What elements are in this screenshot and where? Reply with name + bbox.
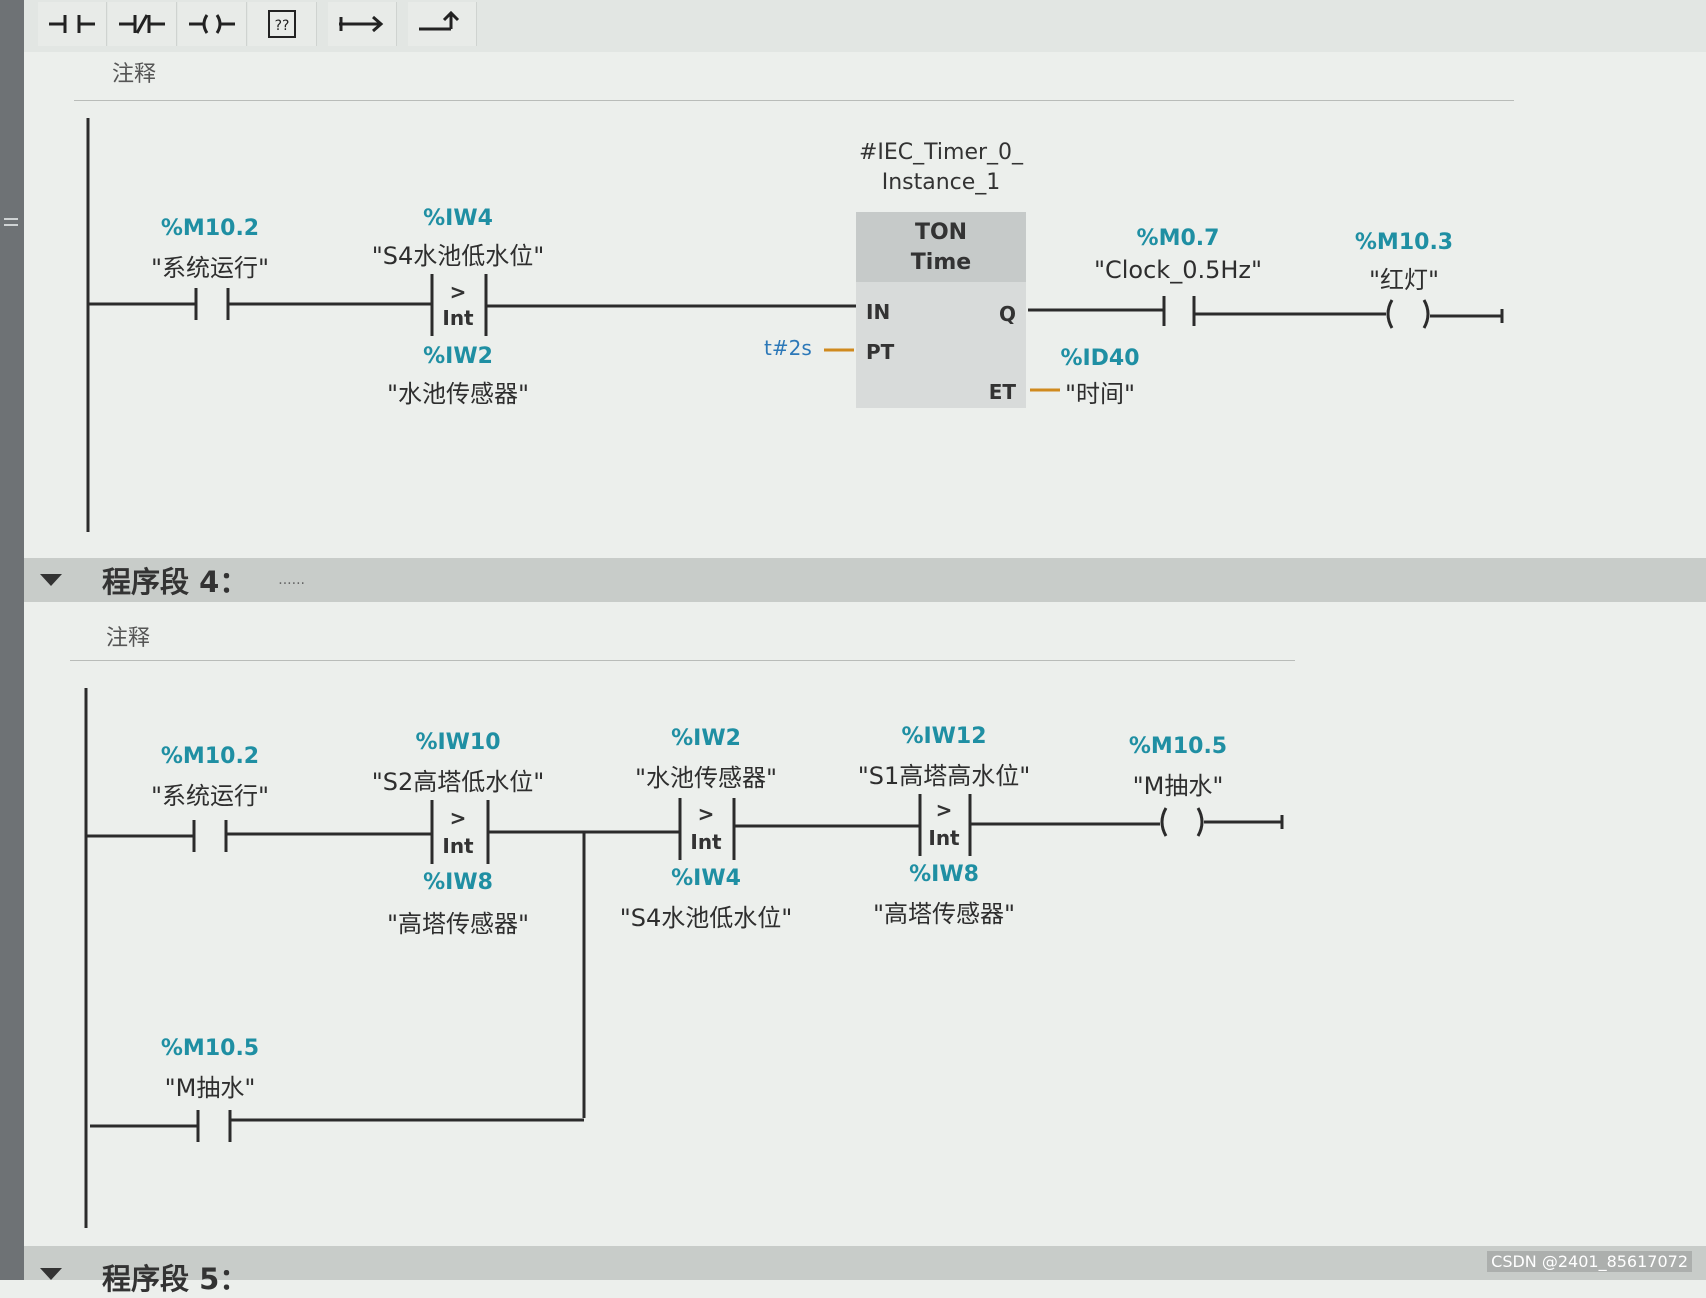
coil-icon xyxy=(189,14,235,34)
operand-tag[interactable]: "时间" xyxy=(1064,380,1136,408)
normally-open-contact-icon xyxy=(49,15,95,33)
contact-m10-5[interactable] xyxy=(196,1110,232,1142)
empty-box-button[interactable]: ?? xyxy=(248,2,317,46)
operand-address[interactable]: %ID40 xyxy=(1060,346,1140,371)
operand-address[interactable]: %IW4 xyxy=(423,206,493,231)
operand-tag[interactable]: "红灯" xyxy=(1368,266,1440,294)
segment-title-placeholder[interactable]: ...... xyxy=(278,572,305,588)
operand-tag[interactable]: "高塔传感器" xyxy=(386,910,530,938)
operand-tag[interactable]: "S4水池低水位" xyxy=(619,904,793,932)
pin-q: Q xyxy=(998,302,1016,326)
watermark: CSDN @2401_85617072 xyxy=(1487,1251,1692,1272)
operand-tag[interactable]: "系统运行" xyxy=(150,254,270,282)
operand-tag[interactable]: "水池传感器" xyxy=(386,380,530,408)
comment-divider xyxy=(70,660,1295,661)
operand-tag[interactable]: "水池传感器" xyxy=(634,764,778,792)
open-branch-icon xyxy=(339,15,384,33)
pin-in: IN xyxy=(866,300,891,324)
operand-address[interactable]: %IW12 xyxy=(901,724,987,749)
timer-instance-name[interactable]: #IEC_Timer_0_ xyxy=(858,140,1024,165)
operand-tag[interactable]: "S2高塔低水位" xyxy=(371,768,545,796)
panel-handle-icon xyxy=(4,224,18,226)
segment-header-4[interactable]: 程序段 4： ...... xyxy=(24,558,1706,602)
normally-open-contact-button[interactable] xyxy=(38,2,107,46)
wire xyxy=(1204,815,1284,829)
coil-m10-3[interactable] xyxy=(1386,299,1430,329)
compare-type[interactable]: Int xyxy=(690,830,722,854)
pin-et: ET xyxy=(988,380,1016,404)
segment-comment[interactable]: 注释 xyxy=(106,626,151,651)
compare-operator: > xyxy=(697,802,715,826)
timer-data-type: Time xyxy=(910,250,972,275)
pt-value[interactable]: t#2s xyxy=(764,336,812,360)
operand-address[interactable]: %M10.3 xyxy=(1354,230,1454,255)
operand-address[interactable]: %M0.7 xyxy=(1136,226,1220,251)
operand-tag[interactable]: "M抽水" xyxy=(164,1074,256,1102)
operand-tag[interactable]: "S4水池低水位" xyxy=(371,242,545,270)
ton-timer-block[interactable]: TON Time IN Q PT ET xyxy=(856,212,1026,408)
normally-closed-contact-button[interactable] xyxy=(108,2,177,46)
contact-m10-2[interactable] xyxy=(192,820,228,852)
compare-block-iw2[interactable] xyxy=(678,798,736,860)
panel-handle-icon[interactable] xyxy=(4,218,18,220)
coil-m10-5[interactable] xyxy=(1160,807,1204,837)
operand-tag[interactable]: "高塔传感器" xyxy=(872,900,1016,928)
contact-m10-2[interactable] xyxy=(194,288,230,320)
coil-button[interactable] xyxy=(178,2,247,46)
operand-tag[interactable]: "S1高塔高水位" xyxy=(857,762,1031,790)
operand-tag[interactable]: "Clock_0.5Hz" xyxy=(1093,256,1263,284)
open-branch-button[interactable] xyxy=(328,2,397,46)
operand-tag[interactable]: "系统运行" xyxy=(150,782,270,810)
ladder-toolbar: ?? xyxy=(24,0,1706,52)
segment-title: 程序段 4： xyxy=(102,565,249,599)
operand-address[interactable]: %IW8 xyxy=(423,870,493,895)
left-panel-strip xyxy=(0,0,24,1280)
operand-tag[interactable]: "M抽水" xyxy=(1132,772,1224,800)
compare-type[interactable]: Int xyxy=(442,834,474,858)
pin-pt: PT xyxy=(866,340,895,364)
operand-address[interactable]: %IW2 xyxy=(423,344,493,369)
compare-operator: > xyxy=(449,806,467,830)
compare-operator: > xyxy=(935,798,953,822)
operand-address[interactable]: %IW2 xyxy=(671,726,741,751)
operand-address[interactable]: %M10.5 xyxy=(1128,734,1228,759)
svg-text:??: ?? xyxy=(275,18,290,34)
compare-type[interactable]: Int xyxy=(442,306,474,330)
timer-type: TON xyxy=(914,220,968,245)
collapse-triangle-icon[interactable] xyxy=(40,1268,62,1280)
comment-divider xyxy=(74,100,1514,101)
close-branch-button[interactable] xyxy=(408,2,477,46)
segment-comment[interactable]: 注释 xyxy=(112,62,157,87)
operand-address[interactable]: %M10.2 xyxy=(160,744,260,769)
collapse-triangle-icon[interactable] xyxy=(40,574,62,586)
empty-box-icon: ?? xyxy=(268,10,296,38)
compare-type[interactable]: Int xyxy=(928,826,960,850)
normally-closed-contact-icon xyxy=(119,14,165,34)
contact-m0-7[interactable] xyxy=(1162,296,1196,326)
operand-address[interactable]: %IW10 xyxy=(415,730,501,755)
ton-timer-header: TON Time xyxy=(856,212,1026,282)
operand-address[interactable]: %M10.2 xyxy=(160,216,260,241)
wire xyxy=(1430,309,1504,323)
timer-instance-name-cont[interactable]: Instance_1 xyxy=(881,170,1001,195)
compare-operator: > xyxy=(449,280,467,304)
operand-address[interactable]: %IW4 xyxy=(671,866,741,891)
operand-address[interactable]: %M10.5 xyxy=(160,1036,260,1061)
close-branch-icon xyxy=(419,10,460,31)
operand-address[interactable]: %IW8 xyxy=(909,862,979,887)
